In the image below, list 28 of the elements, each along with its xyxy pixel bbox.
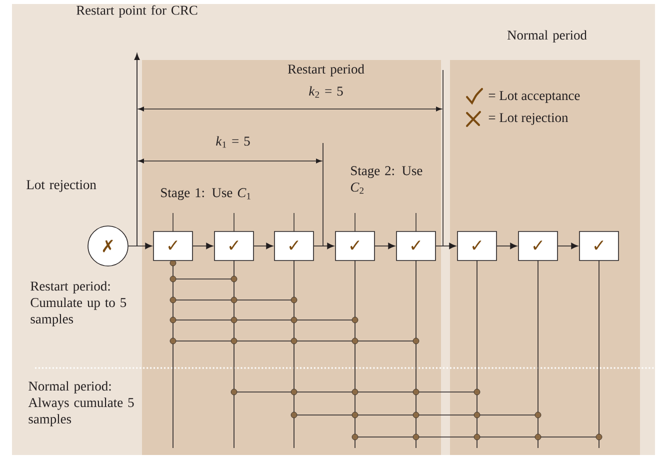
acceptance-box: ✓ xyxy=(396,231,436,261)
acceptance-box: ✓ xyxy=(274,231,314,261)
period-label: Restart period xyxy=(288,64,364,76)
arrow xyxy=(436,242,456,250)
acceptance-box: ✓ xyxy=(457,231,497,261)
heading-label: Restart point for CRC xyxy=(76,5,198,18)
acceptance-box: ✓ xyxy=(153,231,193,261)
legend-text: = Lot acceptance xyxy=(488,91,580,103)
dimension-label: k$_{2}$ = 5 xyxy=(309,86,343,98)
stage-label: Stage 1: Use C$_{1}$ xyxy=(161,188,250,200)
acceptance-box: ✓ xyxy=(579,231,619,261)
arrow xyxy=(496,242,518,250)
arrow xyxy=(192,242,214,250)
arrow xyxy=(558,242,578,250)
legend-text: = Lot rejection xyxy=(488,113,568,125)
annotation-label: Lot rejection xyxy=(26,180,96,192)
annotation-label: Restart period: Cumulate up to 5 samples xyxy=(30,281,126,326)
acceptance-box: ✓ xyxy=(214,231,254,261)
acceptance-box: ✓ xyxy=(518,231,558,261)
dimension-label: k$_{1}$ = 5 xyxy=(216,136,250,148)
arrow xyxy=(128,242,152,250)
annotation-label: Normal period: Always cumulate 5 samples xyxy=(28,381,134,426)
acceptance-box: ✓ xyxy=(335,231,375,261)
period-label: Normal period xyxy=(507,30,587,42)
arrow xyxy=(314,242,334,250)
arrow xyxy=(254,242,274,250)
stage-label: Stage 2: Use C$_{2}$ xyxy=(350,166,422,194)
arrow xyxy=(374,242,396,250)
